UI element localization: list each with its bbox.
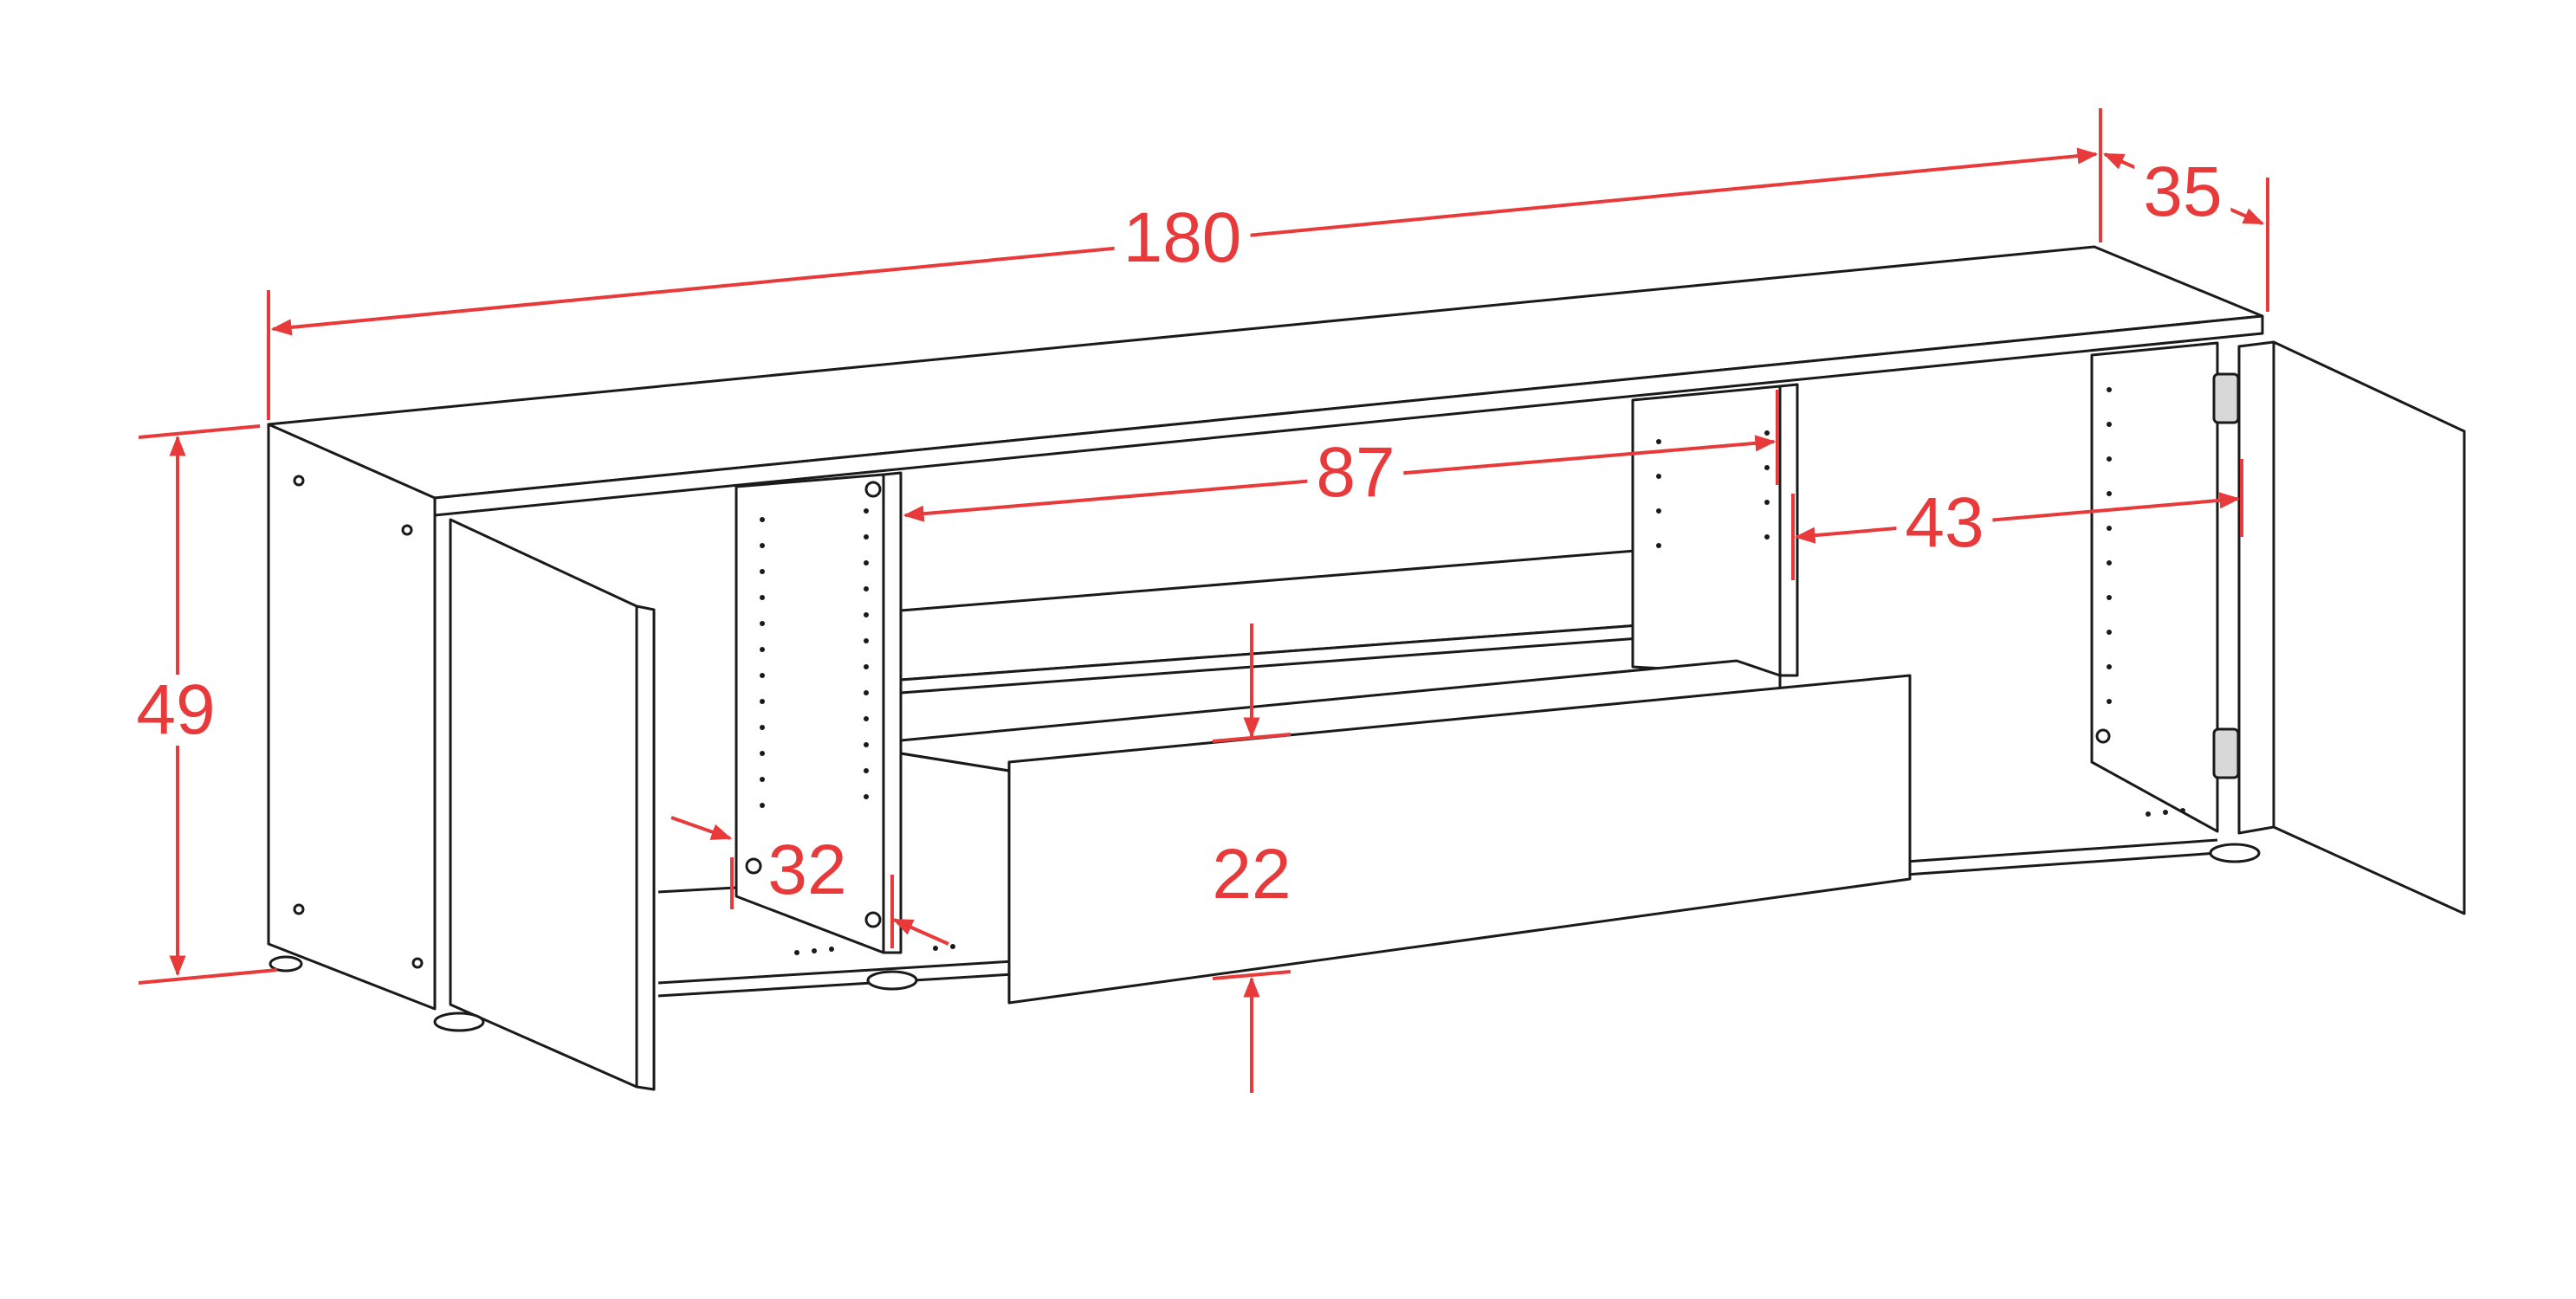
screw-icon — [745, 857, 762, 875]
right-divider-front — [1778, 383, 1799, 677]
drawer-front — [1007, 674, 1912, 1005]
screw-icon — [401, 524, 413, 536]
dimension-label-drawer-front: 22 — [1212, 835, 1291, 914]
cabinet-outline — [267, 245, 2466, 1091]
left-bottom-shelf — [657, 886, 737, 894]
hinge-icon — [2212, 727, 2240, 779]
dimension-label-side-opening: 43 — [1896, 488, 1993, 559]
dim-line-43 — [1794, 492, 2241, 544]
left-divider-front — [882, 471, 903, 954]
screw-icon — [411, 957, 424, 969]
screw-icon — [293, 903, 305, 915]
dimension-label-middle-opening: 87 — [1307, 437, 1404, 508]
dim-line-32-a — [670, 816, 733, 840]
hinge-icon — [2212, 372, 2240, 424]
shelf-pin-holes — [760, 387, 2185, 955]
base-inner-left — [657, 973, 1014, 998]
screw-icon — [293, 475, 305, 487]
dimension-label-width: 180 — [1114, 203, 1251, 274]
screw-icon — [864, 481, 882, 498]
top-panel-front-edge — [433, 314, 2264, 517]
base-edge — [657, 960, 1014, 985]
foot-right-back — [2209, 843, 2261, 863]
base-inner-right — [1905, 851, 2218, 876]
ext-line-height-bottom — [138, 968, 278, 985]
left-door — [449, 518, 656, 1091]
right-divider-side — [1631, 385, 1782, 677]
door-hinges — [2212, 372, 2240, 779]
ext-line-height-top — [138, 424, 261, 439]
base-edge-right — [1905, 838, 2218, 863]
screw-icon — [2095, 728, 2111, 744]
foot-left-front — [433, 1011, 485, 1032]
dimension-label-height: 49 — [127, 675, 224, 746]
dimension-label-depth: 35 — [2134, 157, 2231, 228]
foot-left-outer — [269, 955, 303, 973]
dimension-label-inner-depth: 32 — [767, 830, 847, 909]
screw-icon — [864, 911, 882, 928]
ext-line-22-bottom — [1212, 970, 1291, 980]
left-side-panel — [267, 423, 437, 1011]
right-inner-side — [2090, 341, 2219, 833]
dim-line-32-b — [891, 918, 949, 946]
connector-screws — [293, 475, 2111, 969]
foot-left-back — [866, 970, 918, 991]
